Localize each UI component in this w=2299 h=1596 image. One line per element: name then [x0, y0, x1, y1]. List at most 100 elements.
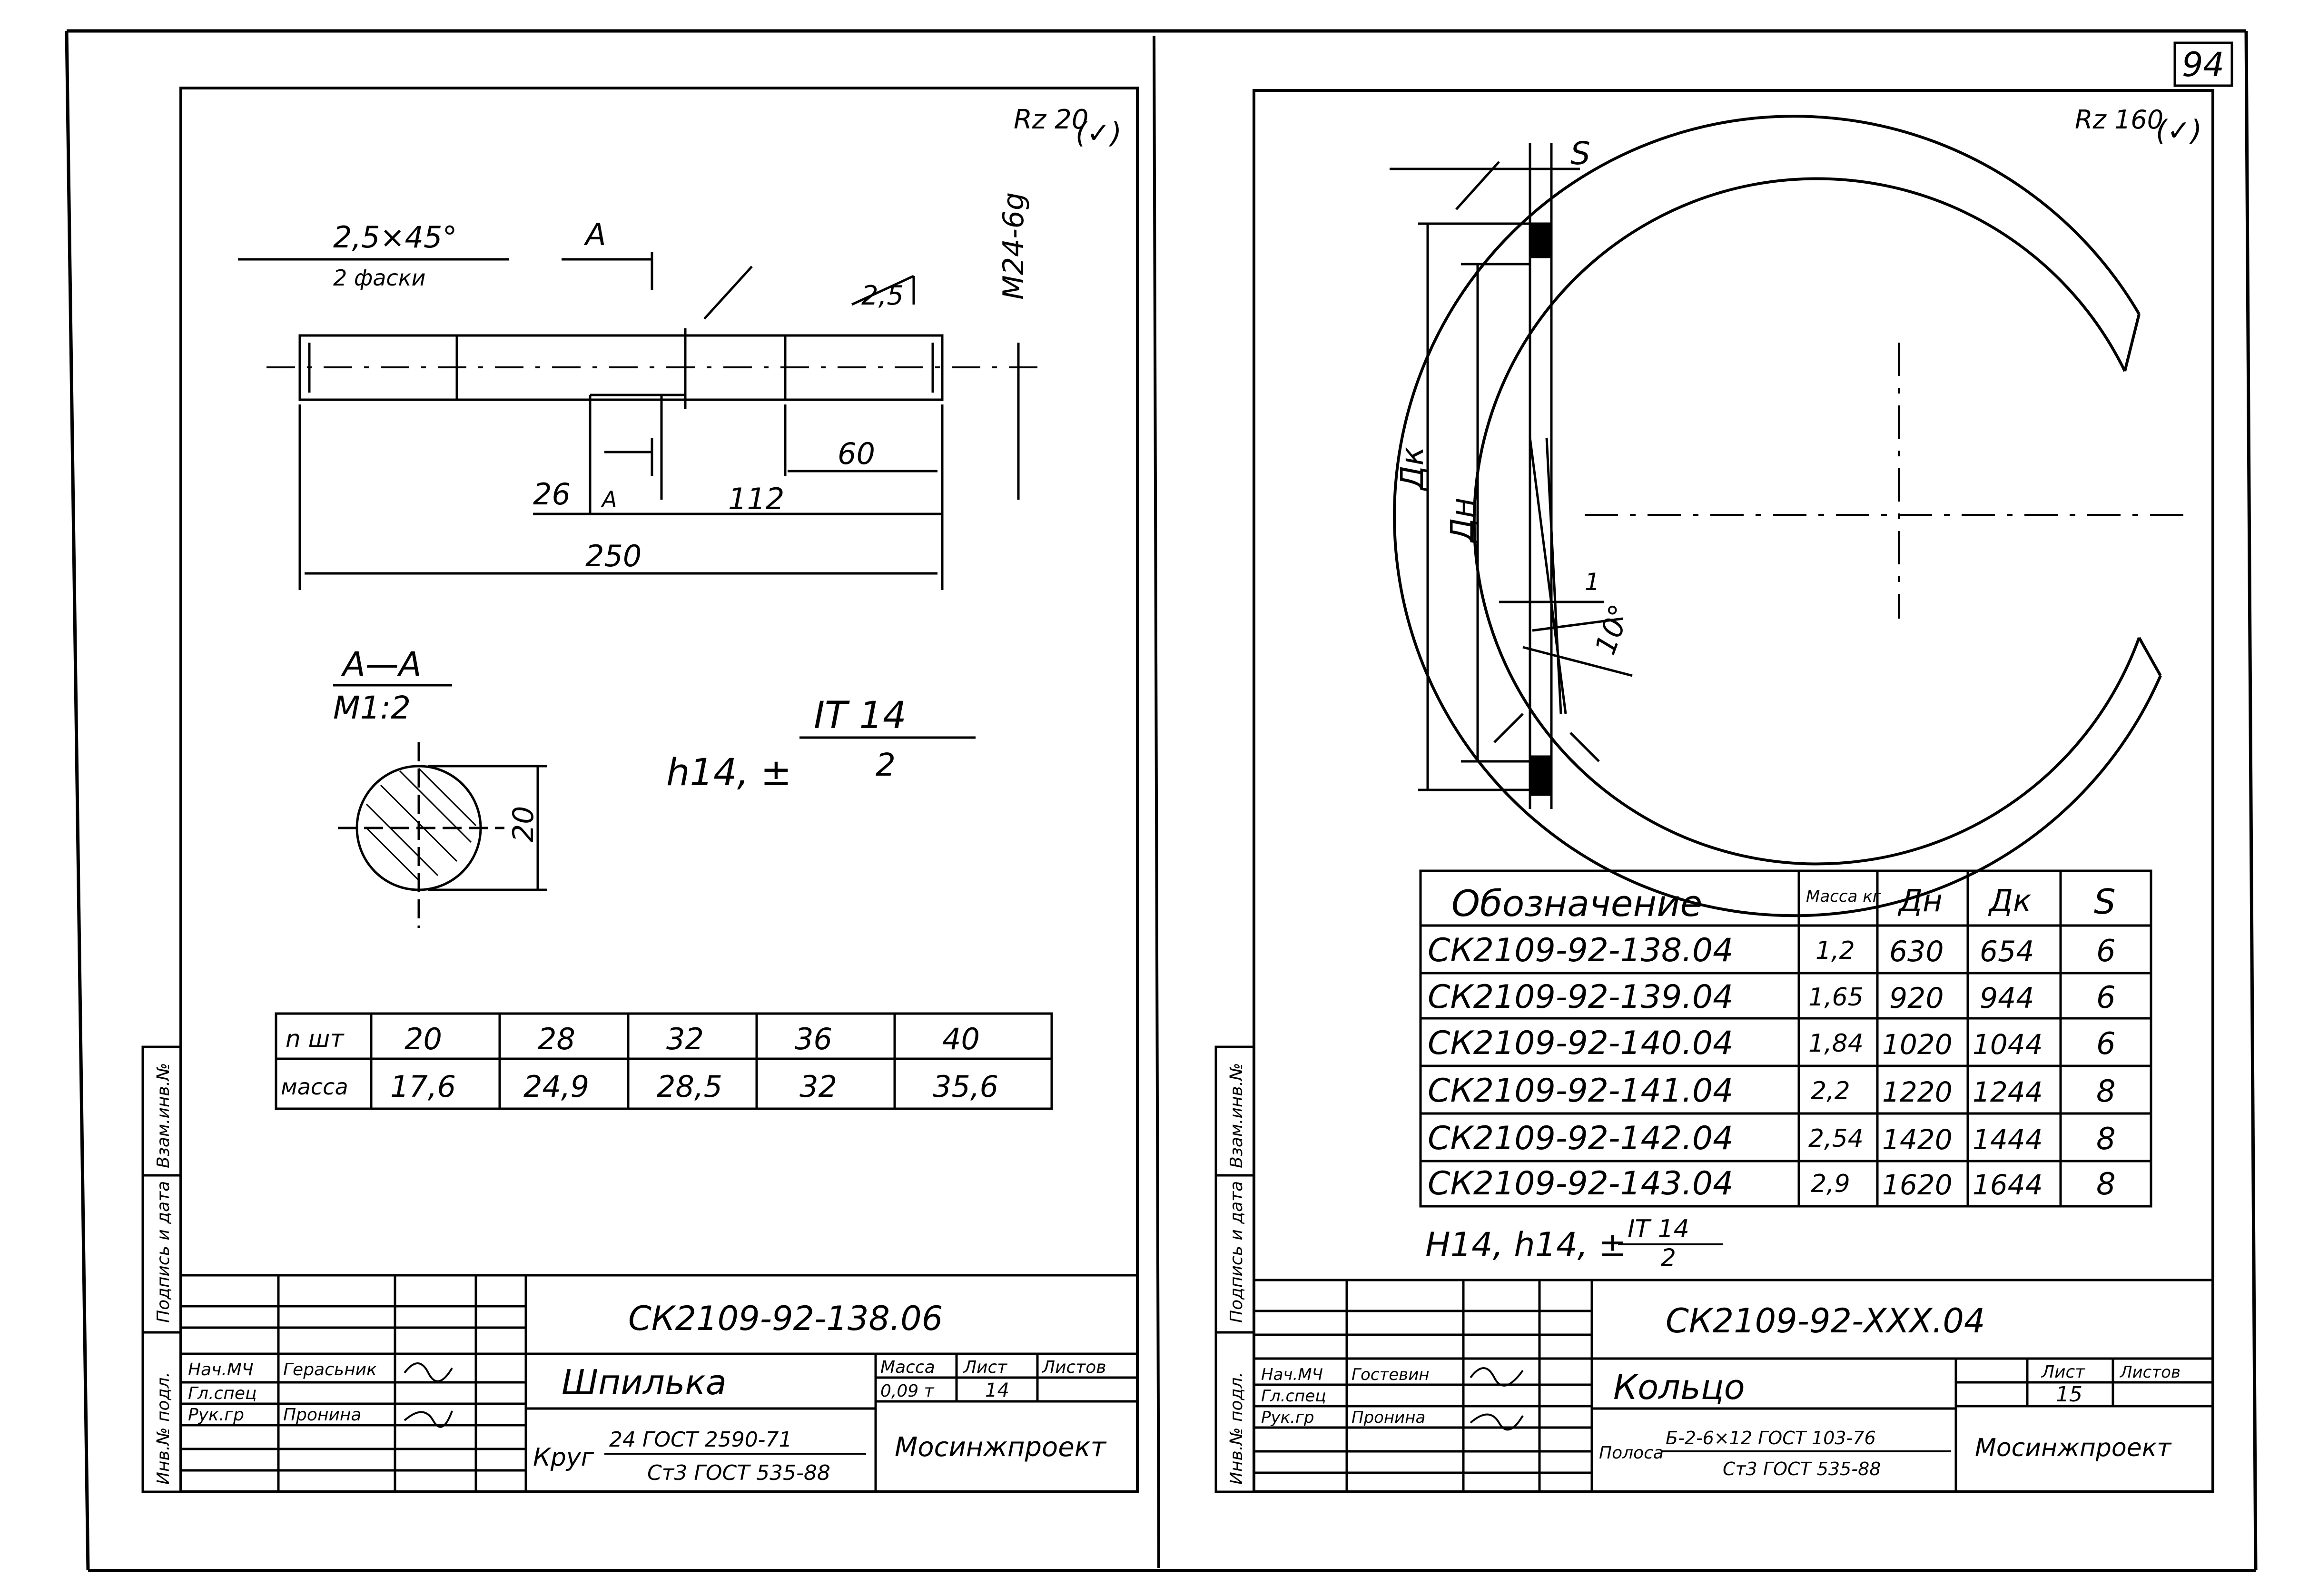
left-sheet-border — [179, 87, 1139, 1493]
mass-table-label-n: n шт — [286, 1025, 345, 1053]
thread-label: М24-6g — [997, 192, 1030, 300]
ring-table-cell: 1444 — [1973, 1123, 2043, 1156]
ring-table-cell: 2,2 — [1811, 1077, 1850, 1105]
left-role: Гл.спец — [188, 1384, 257, 1403]
left-tolerance-prefix: h14, ± — [666, 751, 792, 794]
ring-table-cell: 654 — [1980, 935, 2034, 968]
right-roughness-mark: (✓) — [2156, 114, 2202, 148]
right-stamp-inv: Инв.№ подл. — [1227, 1372, 1246, 1485]
ring-table-cell: 1044 — [1973, 1028, 2043, 1061]
ring-table-header: Масса кг — [1806, 887, 1882, 906]
right-role: Рук.гр — [1261, 1408, 1314, 1427]
section-circle — [338, 742, 547, 928]
left-stamp-sign: Подпись и дата — [154, 1181, 173, 1323]
right-tolerance-num: IT 14 — [1628, 1215, 1689, 1243]
dim-26: 26 — [533, 477, 571, 512]
mass-table-n-cell: 40 — [942, 1022, 980, 1056]
dim-250: 250 — [585, 539, 641, 573]
ring-table-cell: 8 — [2096, 1074, 2116, 1109]
left-role: Рук.гр — [188, 1405, 244, 1425]
ring-table-header: Дн — [1897, 884, 1943, 919]
angle-10: 10° — [1589, 600, 1637, 659]
left-sheets-header: Листов — [1041, 1358, 1106, 1377]
left-mass-value: 0,09 т — [880, 1381, 935, 1401]
mass-table-mass-cell: 35,6 — [933, 1069, 998, 1104]
ring-table — [1419, 869, 2152, 1208]
right-sheet-header: Лист — [2041, 1362, 2085, 1382]
page-number-box — [2173, 41, 2233, 87]
ring-table-cell: 1,84 — [1808, 1029, 1864, 1058]
right-designation: СК2109-92-XXX.04 — [1666, 1301, 1985, 1340]
right-sheet-border — [1253, 89, 2214, 1493]
left-name: Герасьник — [283, 1360, 377, 1379]
right-name: Гостевин — [1352, 1365, 1430, 1384]
right-signature — [1470, 1367, 1524, 1431]
ring-table-cell: 1,65 — [1808, 983, 1864, 1012]
right-title-block — [1253, 1279, 2214, 1493]
mass-table-n-cell: 36 — [795, 1022, 832, 1056]
stud-view — [238, 252, 1037, 590]
ring-table-cell: 1644 — [1973, 1169, 2043, 1201]
right-material-prefix: Полоса — [1599, 1443, 1664, 1463]
right-tolerance-den: 2 — [1661, 1244, 1676, 1271]
ring-table-cell: СК2109-92-142.04 — [1428, 1120, 1733, 1157]
right-org: Мосинжпроект — [1975, 1434, 2172, 1462]
left-roughness-mark: (✓) — [1075, 117, 1122, 150]
left-material-prefix: Круг — [533, 1443, 594, 1472]
page-number: 94 — [2182, 45, 2224, 84]
right-roughness: Rz 160 — [2075, 105, 2163, 135]
right-role: Гл.спец — [1261, 1387, 1326, 1406]
left-part-name: Шпилька — [562, 1362, 727, 1402]
ring-table-cell: 8 — [2096, 1122, 2116, 1157]
right-name: Пронина — [1352, 1408, 1425, 1427]
left-mass-header: Масса — [880, 1358, 935, 1377]
ring-table-cell: 1220 — [1882, 1076, 1953, 1108]
section-title: А—А — [341, 645, 422, 684]
dim-20: 20 — [507, 806, 540, 842]
right-stamp-replace: Взам.инв.№ — [1227, 1063, 1246, 1168]
right-stamp-sign: Подпись и дата — [1227, 1181, 1246, 1323]
left-roughness: Rz 20 — [1014, 104, 1088, 135]
left-signature — [404, 1362, 453, 1428]
ring-table-cell: 1,2 — [1816, 936, 1855, 965]
left-org: Мосинжпроект — [895, 1432, 1107, 1463]
ring-table-header: Обозначение — [1451, 882, 1702, 925]
left-side-stamp — [141, 1045, 182, 1493]
left-title-block — [179, 1274, 1139, 1493]
ring-table-cell: СК2109-92-141.04 — [1428, 1072, 1733, 1110]
ring-table-cell: 8 — [2096, 1167, 2116, 1202]
ring-table-cell: 6 — [2096, 1026, 2116, 1062]
chamfer-label: 2,5×45° — [333, 220, 457, 255]
ring-table-header: Дк — [1988, 884, 2032, 919]
right-sheets-header: Листов — [2119, 1363, 2181, 1382]
ring-table-cell: 920 — [1889, 982, 1944, 1015]
sheet-divider — [1153, 35, 1160, 1568]
right-side-stamp — [1214, 1045, 1255, 1493]
left-stamp-replace: Взам.инв.№ — [154, 1063, 173, 1168]
left-tolerance-num: IT 14 — [814, 694, 907, 737]
mass-table-n-cell: 20 — [405, 1022, 442, 1056]
mass-table-mass-cell: 17,6 — [390, 1069, 456, 1104]
mass-table-mass-cell: 24,9 — [523, 1069, 589, 1104]
left-sheet-header: Лист — [963, 1358, 1007, 1377]
page-frame — [65, 29, 2258, 1572]
ring-table-cell: СК2109-92-143.04 — [1428, 1165, 1733, 1202]
ring-table-cell: 1620 — [1882, 1169, 1953, 1201]
mass-table-mass-cell: 28,5 — [657, 1069, 722, 1104]
mass-table-n-cell: 32 — [666, 1022, 704, 1056]
left-role: Нач.МЧ — [188, 1360, 254, 1379]
ring-table-cell: СК2109-92-139.04 — [1428, 978, 1733, 1016]
mass-table-n-cell: 28 — [538, 1022, 575, 1056]
chamfer-note: 2 фаски — [333, 265, 425, 291]
left-name: Пронина — [283, 1405, 361, 1425]
ring-table-cell: 1020 — [1882, 1028, 1953, 1061]
right-sheet-value: 15 — [2056, 1382, 2082, 1407]
mass-table-label-mass: масса — [281, 1074, 348, 1100]
ring-plan — [1393, 115, 2184, 917]
dim-1: 1 — [1585, 568, 1600, 596]
ring-section — [1390, 143, 1633, 809]
surface-mark: 2,5 — [861, 280, 904, 311]
ring-table-cell: 1420 — [1882, 1123, 1953, 1156]
ring-table-cell: 1244 — [1973, 1076, 2043, 1108]
section-scale: М1:2 — [333, 690, 411, 726]
